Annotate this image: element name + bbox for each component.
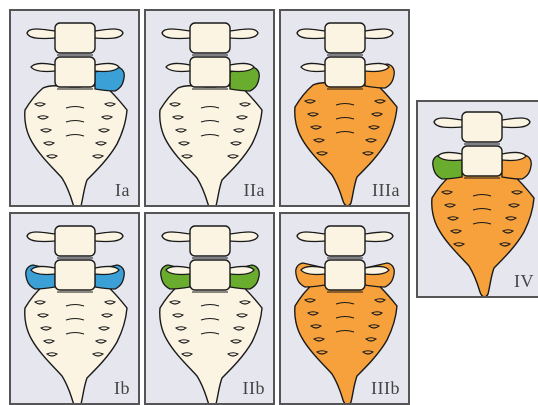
panel-iia: IIa <box>144 9 275 207</box>
panel-ib: Ib <box>9 212 140 405</box>
l5-vertebral-body <box>190 57 230 87</box>
lumbosacral-diagram-ia <box>11 11 140 207</box>
l4-vertebral-body <box>190 23 230 53</box>
panel-iiia: IIIa <box>279 9 410 207</box>
l5-vertebral-body <box>462 146 502 176</box>
panel-label-iib: IIb <box>243 378 266 399</box>
l5-vertebral-body <box>325 57 365 87</box>
panel-label-iiib: IIIb <box>371 378 400 399</box>
l4-vertebral-body <box>190 226 230 256</box>
panel-label-ib: Ib <box>114 378 130 399</box>
lumbosacral-diagram-iiia <box>281 11 410 207</box>
l4-vertebral-body <box>55 226 95 256</box>
l5-vertebral-body <box>325 260 365 290</box>
panel-label-iv: IV <box>514 271 534 292</box>
l4-vertebral-body <box>55 23 95 53</box>
panel-label-ia: Ia <box>115 180 130 201</box>
l5-vertebral-body <box>55 57 95 87</box>
panel-iiib: IIIb <box>279 212 410 405</box>
lumbosacral-diagram-iiib <box>281 214 410 405</box>
panel-iv: IV <box>416 100 538 298</box>
l4-vertebral-body <box>325 23 365 53</box>
panel-iib: IIb <box>144 212 275 405</box>
l4-vertebral-body <box>325 226 365 256</box>
l5-vertebral-body <box>190 260 230 290</box>
lumbosacral-diagram-iib <box>146 214 275 405</box>
l4-vertebral-body <box>462 112 502 142</box>
sacrum <box>25 86 127 207</box>
panel-label-iia: IIa <box>244 180 265 201</box>
panel-ia: Ia <box>9 9 140 207</box>
l5-vertebral-body <box>55 260 95 290</box>
lumbosacral-diagram-ib <box>11 214 140 405</box>
sacrum <box>25 284 127 405</box>
lumbosacral-diagram-iv <box>418 102 538 298</box>
panel-label-iiia: IIIa <box>372 180 400 201</box>
lumbosacral-diagram-iia <box>146 11 275 207</box>
